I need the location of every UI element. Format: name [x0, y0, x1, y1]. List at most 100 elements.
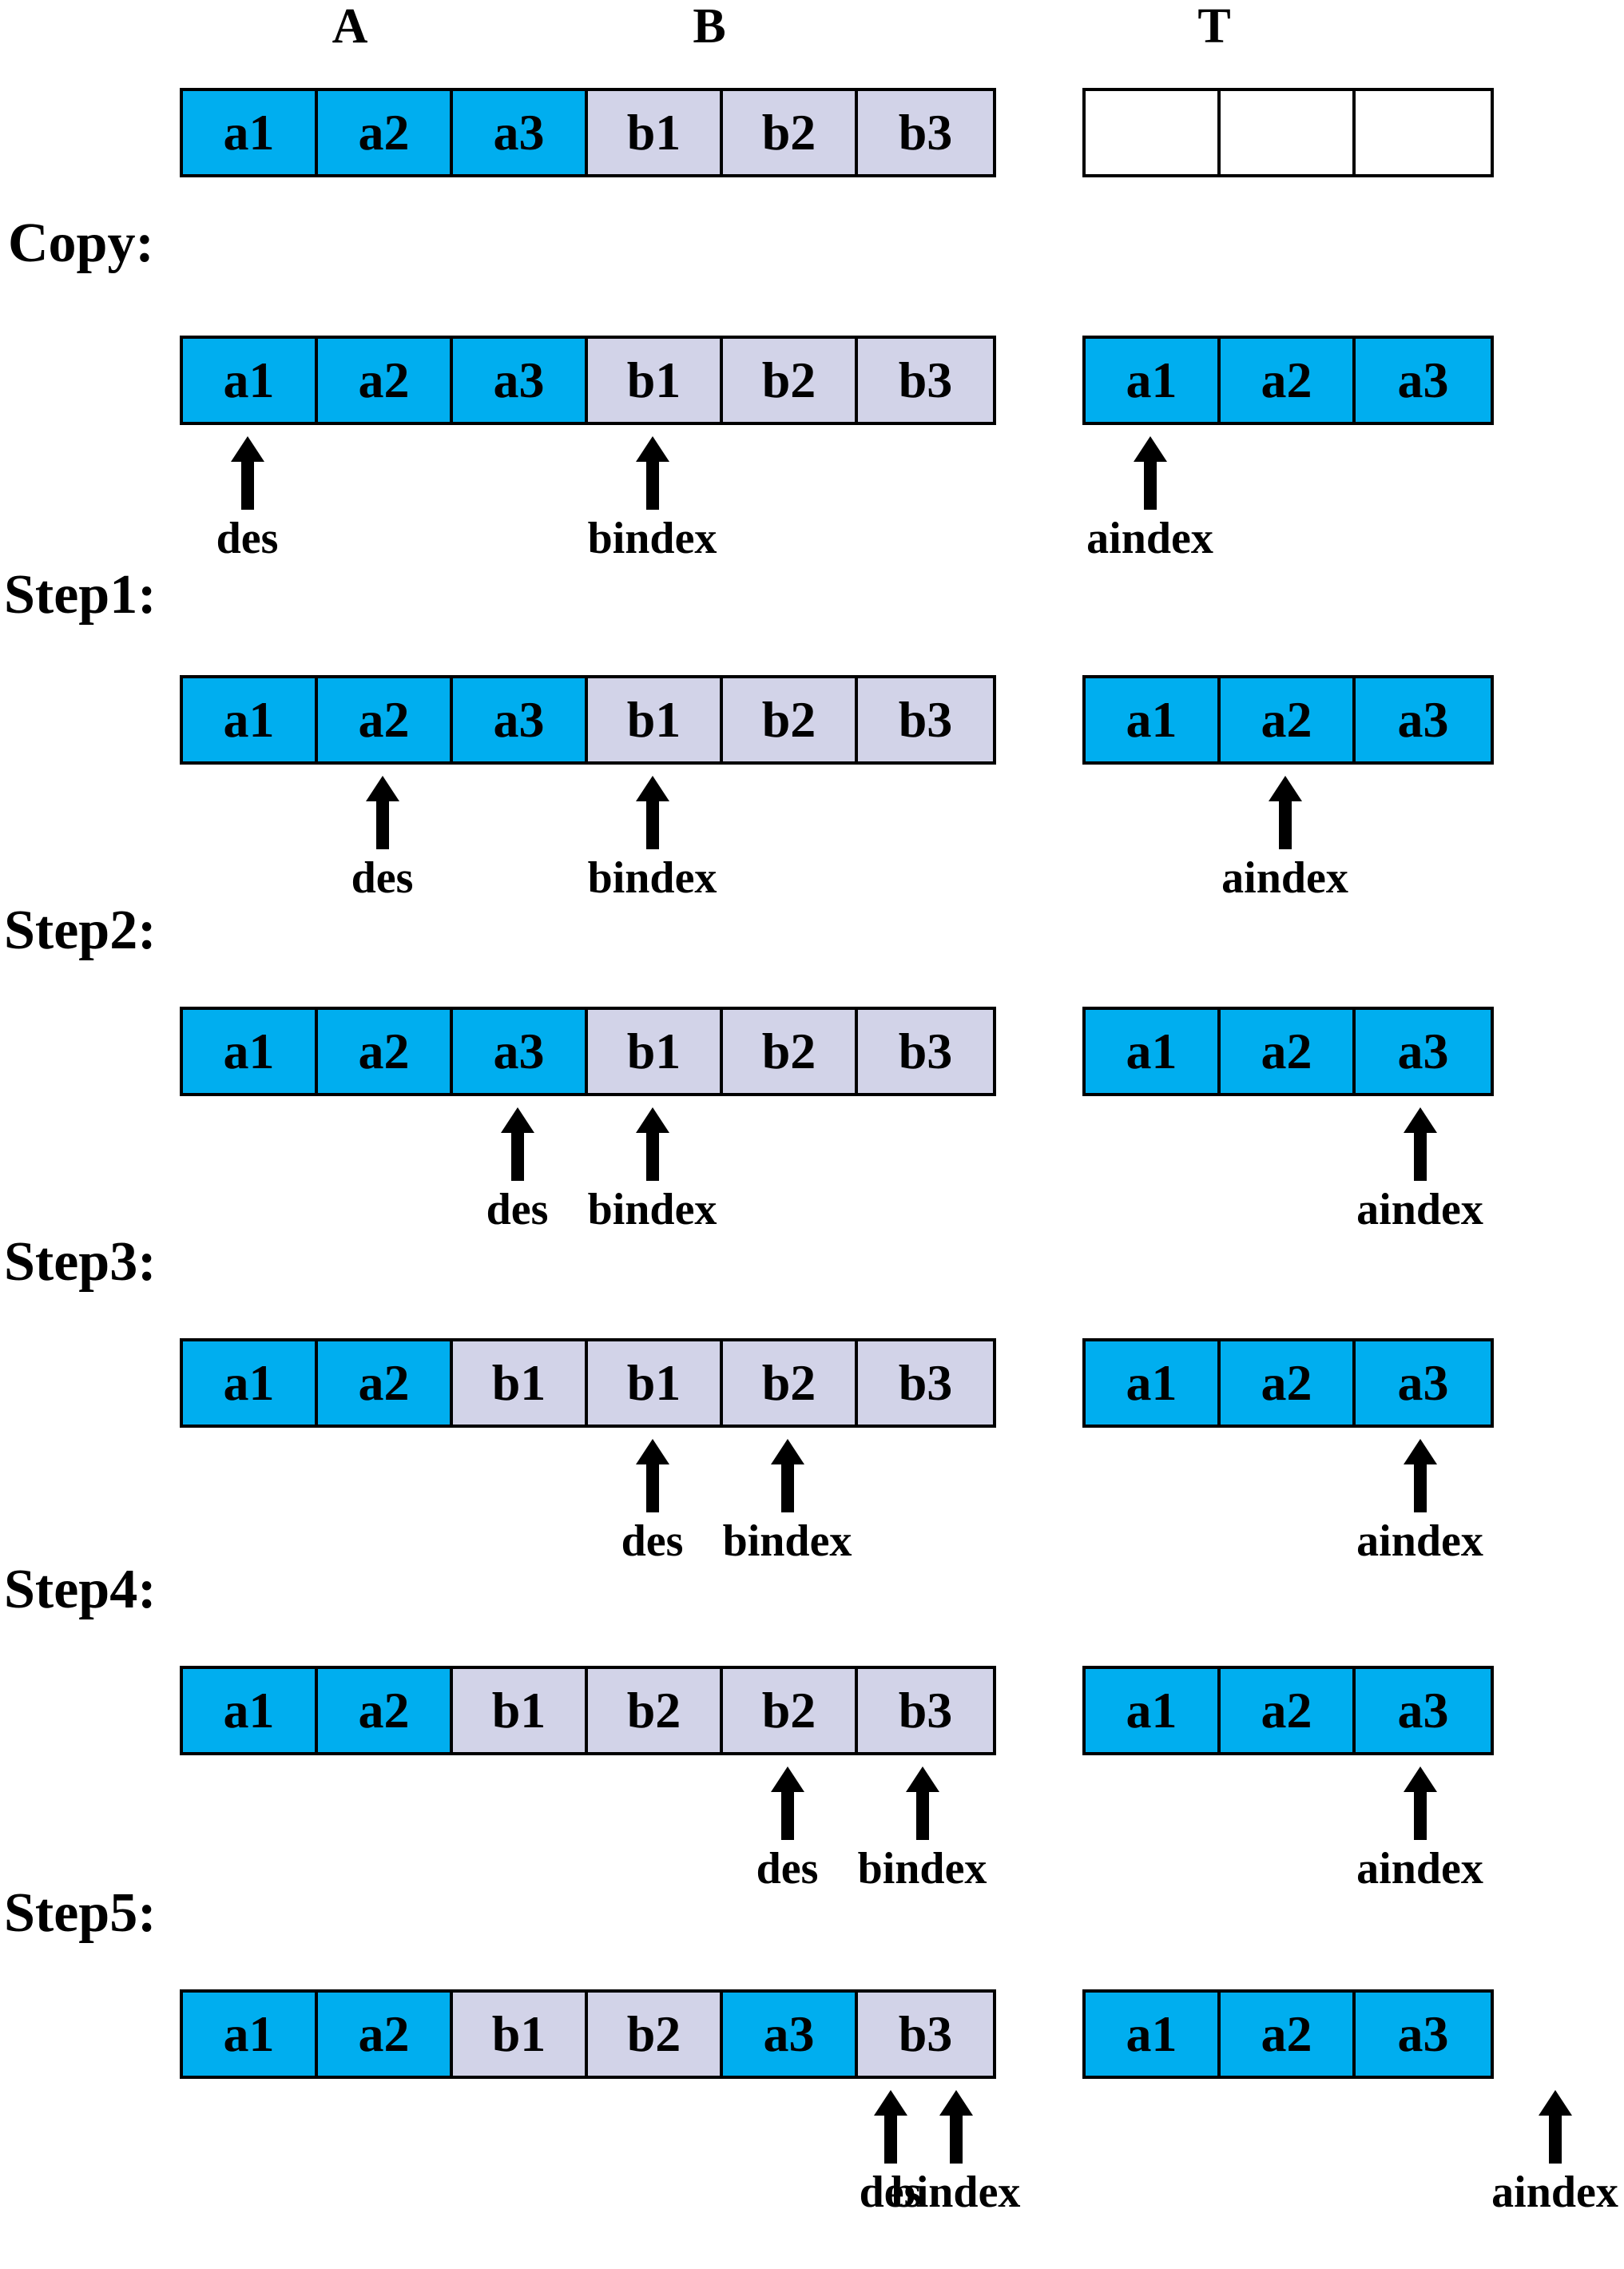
main-array-cell: a2: [318, 678, 453, 761]
main-array-cell: a2: [318, 1669, 453, 1752]
main-array-cell: b3: [858, 339, 993, 422]
temp-array-cell: a3: [1356, 678, 1491, 761]
pointer-label-aindex: aindex: [1221, 853, 1348, 903]
row-label-step4: Step4:: [4, 1559, 157, 1620]
up-arrow-icon: [873, 2090, 907, 2164]
temp-array-cell: a3: [1356, 1669, 1491, 1752]
main-array-cell: a1: [183, 1010, 318, 1093]
main-array-cell: a2: [318, 1993, 453, 2076]
temp-array-cell: a1: [1086, 339, 1221, 422]
main-array-cell: b1: [588, 1341, 723, 1425]
up-arrow-icon: [939, 2090, 973, 2164]
main-array-cell: a1: [183, 1341, 318, 1425]
up-arrow-icon: [365, 776, 399, 849]
main-array-cell: a2: [318, 1341, 453, 1425]
up-arrow-icon: [1133, 436, 1167, 510]
pointer-label-aindex: aindex: [1356, 1516, 1483, 1566]
up-arrow-icon: [230, 436, 264, 510]
main-array-cell: b1: [453, 1993, 588, 2076]
temp-array-cell: [1221, 91, 1356, 174]
up-arrow-icon: [635, 436, 669, 510]
temp-array-cell: a1: [1086, 1341, 1221, 1425]
up-arrow-icon: [635, 776, 669, 849]
main-array-cell: b2: [588, 1993, 723, 2076]
main-array-cell: a1: [183, 91, 318, 174]
temp-array-cell: a2: [1221, 1341, 1356, 1425]
up-arrow-icon: [1403, 1107, 1437, 1181]
pointer-label-bindex: bindex: [857, 1844, 987, 1893]
pointer-label-des: des: [756, 1844, 819, 1893]
main-array-cell: b1: [588, 339, 723, 422]
temp-array-cell: a2: [1221, 1993, 1356, 2076]
main-array-cell: b3: [858, 1010, 993, 1093]
main-array-cell: a2: [318, 91, 453, 174]
main-array-cell: a1: [183, 1669, 318, 1752]
pointer-label-des: des: [859, 2168, 922, 2217]
temp-array-cell: a2: [1221, 1010, 1356, 1093]
temp-array-cell: [1356, 91, 1491, 174]
pointer-label-des: des: [351, 853, 414, 903]
up-arrow-icon: [905, 1766, 939, 1840]
main-array-cell: a1: [183, 1993, 318, 2076]
main-array-cell: a3: [723, 1993, 858, 2076]
main-array-cell: a3: [453, 1010, 588, 1093]
up-arrow-icon: [1403, 1439, 1437, 1512]
main-array-cell: a2: [318, 339, 453, 422]
main-array-cell: b2: [723, 1669, 858, 1752]
up-arrow-icon: [1403, 1766, 1437, 1840]
main-array-cell: b2: [723, 91, 858, 174]
main-array-cell: b1: [453, 1669, 588, 1752]
up-arrow-icon: [770, 1766, 804, 1840]
temp-array-cell: a3: [1356, 339, 1491, 422]
row-label-step1: Step1:: [4, 564, 157, 626]
pointer-label-aindex: aindex: [1356, 1185, 1483, 1234]
pointer-label-aindex: aindex: [1491, 2168, 1618, 2217]
up-arrow-icon: [635, 1107, 669, 1181]
column-header-t: T: [1197, 0, 1231, 54]
up-arrow-icon: [770, 1439, 804, 1512]
main-array-cell: b3: [858, 678, 993, 761]
up-arrow-icon: [635, 1439, 669, 1512]
main-array-cell: b3: [858, 1341, 993, 1425]
main-array-cell: a3: [453, 678, 588, 761]
main-array-cell: b2: [723, 1341, 858, 1425]
main-array-cell: b1: [588, 1010, 723, 1093]
temp-array-cell: a2: [1221, 678, 1356, 761]
pointer-label-bindex: bindex: [587, 853, 717, 903]
row-label-step3: Step3:: [4, 1231, 157, 1293]
main-array-cell: a2: [318, 1010, 453, 1093]
main-array-cell: a3: [453, 339, 588, 422]
row-label-copy: Copy:: [8, 213, 154, 274]
pointer-label-des: des: [621, 1516, 684, 1566]
main-array-cell: b3: [858, 91, 993, 174]
main-array-cell: a1: [183, 678, 318, 761]
up-arrow-icon: [1538, 2090, 1572, 2164]
temp-array-cell: a3: [1356, 1993, 1491, 2076]
main-array-cell: b1: [588, 91, 723, 174]
temp-array-cell: a1: [1086, 1993, 1221, 2076]
pointer-label-aindex: aindex: [1356, 1844, 1483, 1893]
temp-array-cell: a1: [1086, 678, 1221, 761]
up-arrow-icon: [500, 1107, 534, 1181]
pointer-label-des: des: [486, 1185, 549, 1234]
pointer-label-des: des: [216, 514, 279, 563]
main-array-cell: a1: [183, 339, 318, 422]
main-array-cell: a3: [453, 91, 588, 174]
pointer-label-bindex: bindex: [587, 1185, 717, 1234]
temp-array-cell: [1086, 91, 1221, 174]
column-header-a: A: [332, 0, 368, 54]
